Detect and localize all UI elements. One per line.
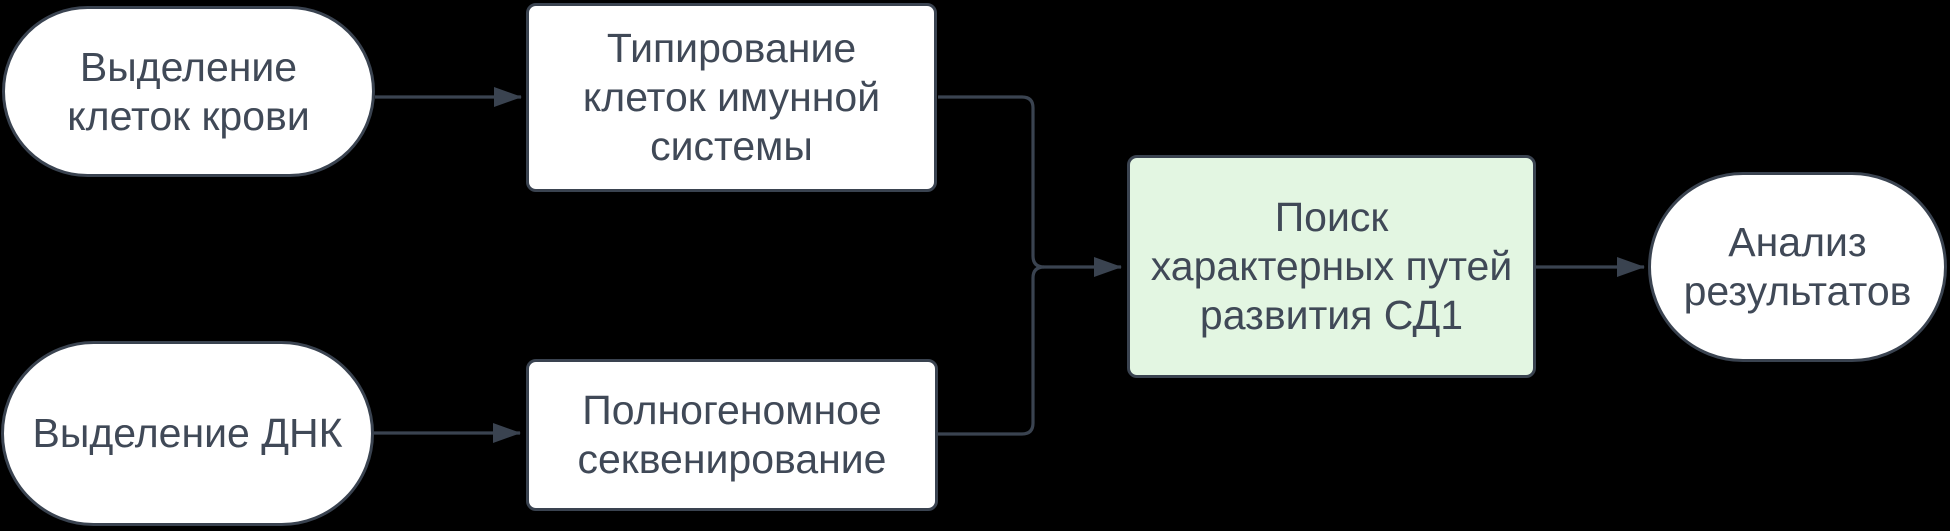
node-label: Поиск характерных путей развития СД1: [1150, 194, 1513, 338]
node-label: Анализ результатов: [1683, 219, 1912, 314]
node-label: Выделение клеток крови: [67, 43, 310, 139]
node-immune-cell-typing[interactable]: Типирование клеток имунной системы: [526, 3, 937, 192]
node-dna-isolation[interactable]: Выделение ДНК: [1, 341, 374, 526]
node-t1d-pathway-search[interactable]: Поиск характерных путей развития СД1: [1127, 155, 1536, 378]
edge-typing-to-search: [938, 95, 1122, 277]
node-label: Выделение ДНК: [32, 410, 343, 456]
node-genome-sequencing[interactable]: Полногеномное секвенирование: [526, 359, 938, 511]
node-label: Полногеномное секвенирование: [577, 387, 887, 482]
node-blood-cell-isolation[interactable]: Выделение клеток крови: [2, 6, 375, 177]
edge-sequencing-to-search: [938, 265, 1045, 436]
node-results-analysis[interactable]: Анализ результатов: [1648, 172, 1947, 362]
node-label: Типирование клеток имунной системы: [582, 25, 881, 169]
